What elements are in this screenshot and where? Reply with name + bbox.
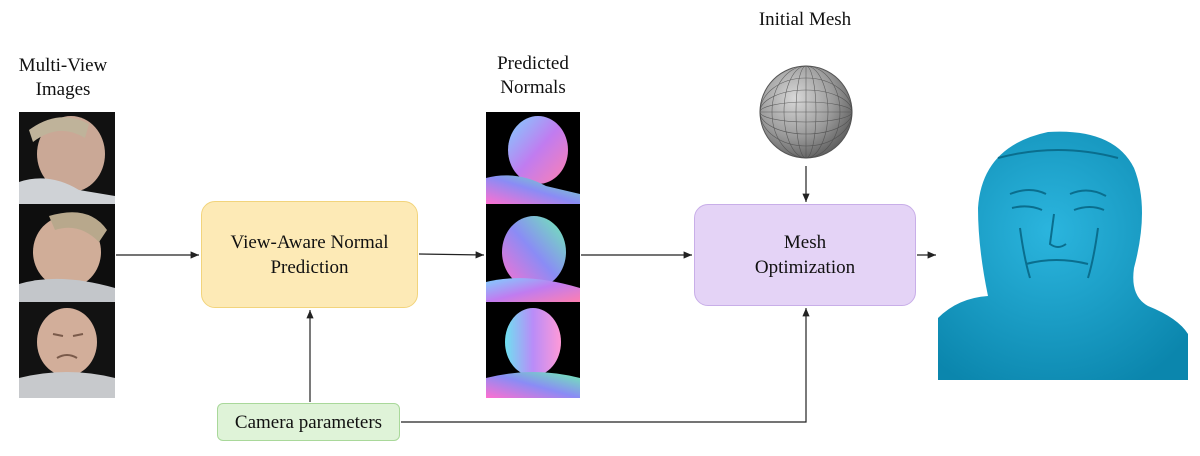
- view-aware-normal-prediction-label: View-Aware Normal Prediction: [230, 231, 389, 278]
- mesh-optimization-box: Mesh Optimization: [694, 204, 916, 306]
- initial-mesh-label: Initial Mesh: [758, 9, 852, 30]
- normal-map-thumbnails-icon: [486, 112, 580, 398]
- predicted-normals: [486, 112, 580, 398]
- camera-parameters-label: Camera parameters: [234, 411, 383, 433]
- multi-view-images: [19, 112, 115, 398]
- initial-mesh-sphere: [757, 63, 855, 161]
- camera-parameters-box: Camera parameters: [217, 403, 400, 441]
- mesh-optimization-label: Mesh Optimization: [754, 232, 856, 278]
- arrow-prediction-to-normals: [418, 251, 485, 259]
- view-aware-normal-prediction-box: View-Aware Normal Prediction: [201, 201, 418, 308]
- initial-sphere-mesh-icon: [759, 65, 853, 159]
- face-photo-thumbnails-icon: [19, 112, 115, 398]
- reconstructed-face-mesh-icon: [938, 131, 1188, 380]
- reconstructed-mesh: [938, 128, 1188, 380]
- predicted-normals-label: Predicted Normals: [497, 53, 569, 98]
- arrow-camera-to-optimization: [401, 308, 810, 423]
- multi-view-images-label: Multi-View Images: [18, 55, 108, 100]
